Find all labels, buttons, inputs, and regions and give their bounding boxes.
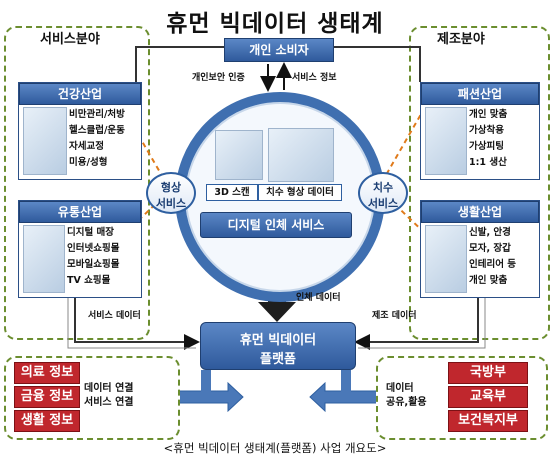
platform-line1: 휴먼 빅데이터 <box>239 333 317 348</box>
frame-line-right <box>332 46 421 82</box>
living-info-box: 생활 정보 <box>14 410 80 432</box>
health-item: 비만관리/처방 <box>69 109 125 120</box>
living-item: 개인 맞춤 <box>469 275 508 286</box>
digital-service-box: 디지털 인체 서비스 <box>200 212 352 238</box>
fashion-item: 개인 맞춤 <box>469 109 508 120</box>
finance-info-box: 금융 정보 <box>14 386 80 408</box>
medical-info-box: 의료 정보 <box>14 362 80 384</box>
diagram-title: 휴먼 빅데이터 생태계 <box>166 11 384 37</box>
living-image <box>425 225 467 293</box>
diagram-caption: <휴먼 빅데이터 생태계(플랫폼) 사업 개요도> <box>163 441 387 455</box>
living-item: 인테리어 등 <box>469 259 517 270</box>
living-item: 모자, 장갑 <box>469 243 511 254</box>
scan-label: 3D 스캔 <box>206 184 258 201</box>
fashion-industry-box: 패션산업 개인 맞춤 가상착용 가상피팅 1:1 생산 <box>420 82 540 180</box>
right-link-label: 데이터 공유,활용 <box>386 382 427 410</box>
shape-data-label: 치수 형상 데이터 <box>258 184 342 201</box>
shape-service-oval: 형상 서비스 <box>146 172 196 214</box>
manufacturing-section-label: 제조분야 <box>437 32 485 47</box>
fashion-item: 가상피팅 <box>469 141 504 152</box>
manufacturing-data-line-inner <box>358 290 486 349</box>
fashion-industry-title: 패션산업 <box>421 83 539 105</box>
retail-industry-box: 유통산업 디지털 매장 인터넷쇼핑몰 모바일쇼핑몰 TV 쇼핑몰 <box>18 200 142 298</box>
living-industry-box: 생활산업 신발, 안경 모자, 장갑 인테리어 등 개인 맞춤 <box>420 200 540 298</box>
defense-ministry-box: 국방부 <box>448 362 528 384</box>
health-image <box>23 107 67 175</box>
retail-image <box>23 225 65 293</box>
health-item: 헬스클럽/운동 <box>69 125 125 136</box>
consumer-box: 개인 소비자 <box>224 38 334 62</box>
human-data-label: 인체 데이터 <box>296 293 341 303</box>
frame-line-left <box>135 46 224 82</box>
fashion-item-list: 개인 맞춤 가상착용 가상피팅 1:1 생산 <box>469 107 507 171</box>
right-link-line2: 공유,활용 <box>386 397 427 408</box>
health-item: 자세교정 <box>69 141 104 152</box>
size-service-line2: 서비스 <box>367 197 399 210</box>
consumer-out-label: 서비스 정보 <box>292 73 337 83</box>
service-section-label: 서비스분야 <box>40 32 100 47</box>
left-link-label: 데이터 연결 서비스 연결 <box>84 382 133 410</box>
service-data-line-inner <box>67 290 196 349</box>
living-industry-title: 생활산업 <box>421 201 539 223</box>
living-item: 신발, 안경 <box>469 227 511 238</box>
retail-item: 디지털 매장 <box>67 227 115 238</box>
size-service-line1: 치수 <box>372 181 394 194</box>
consumer-in-label: 개인보안 인증 <box>192 73 245 83</box>
fashion-item: 가상착용 <box>469 125 504 136</box>
health-item: 미용/성형 <box>69 157 108 168</box>
manufacturing-data-line <box>354 290 479 350</box>
health-welfare-ministry-box: 보건복지부 <box>448 410 528 432</box>
size-service-oval: 치수 서비스 <box>358 172 408 214</box>
platform-line2: 플랫폼 <box>260 352 296 367</box>
health-industry-title: 건강산업 <box>19 83 141 105</box>
scanner-image <box>215 130 263 180</box>
education-ministry-box: 교육부 <box>448 386 528 408</box>
left-link-line2: 서비스 연결 <box>84 397 134 408</box>
manufacturing-data-label: 제조 데이터 <box>372 311 417 321</box>
shape-service-line2: 서비스 <box>155 197 187 210</box>
retail-item: TV 쇼핑몰 <box>67 275 111 286</box>
health-item-list: 비만관리/처방 헬스클럽/운동 자세교정 미용/성형 <box>69 107 125 171</box>
platform-box: 휴먼 빅데이터 플랫폼 <box>200 322 356 370</box>
health-industry-box: 건강산업 비만관리/처방 헬스클럽/운동 자세교정 미용/성형 <box>18 82 142 180</box>
living-item-list: 신발, 안경 모자, 장갑 인테리어 등 개인 맞춤 <box>469 225 516 289</box>
fashion-item: 1:1 생산 <box>469 157 507 168</box>
service-data-line <box>74 290 200 350</box>
fashion-image <box>425 107 467 175</box>
retail-industry-title: 유통산업 <box>19 201 141 223</box>
service-data-label: 서비스 데이터 <box>88 311 141 321</box>
body-model-image <box>268 128 334 182</box>
shape-service-line1: 형상 <box>160 181 182 194</box>
left-link-line1: 데이터 연결 <box>84 383 134 394</box>
retail-item: 인터넷쇼핑몰 <box>67 243 120 254</box>
retail-item-list: 디지털 매장 인터넷쇼핑몰 모바일쇼핑몰 TV 쇼핑몰 <box>67 225 119 289</box>
retail-item: 모바일쇼핑몰 <box>67 259 120 270</box>
right-link-line1: 데이터 <box>386 383 414 394</box>
